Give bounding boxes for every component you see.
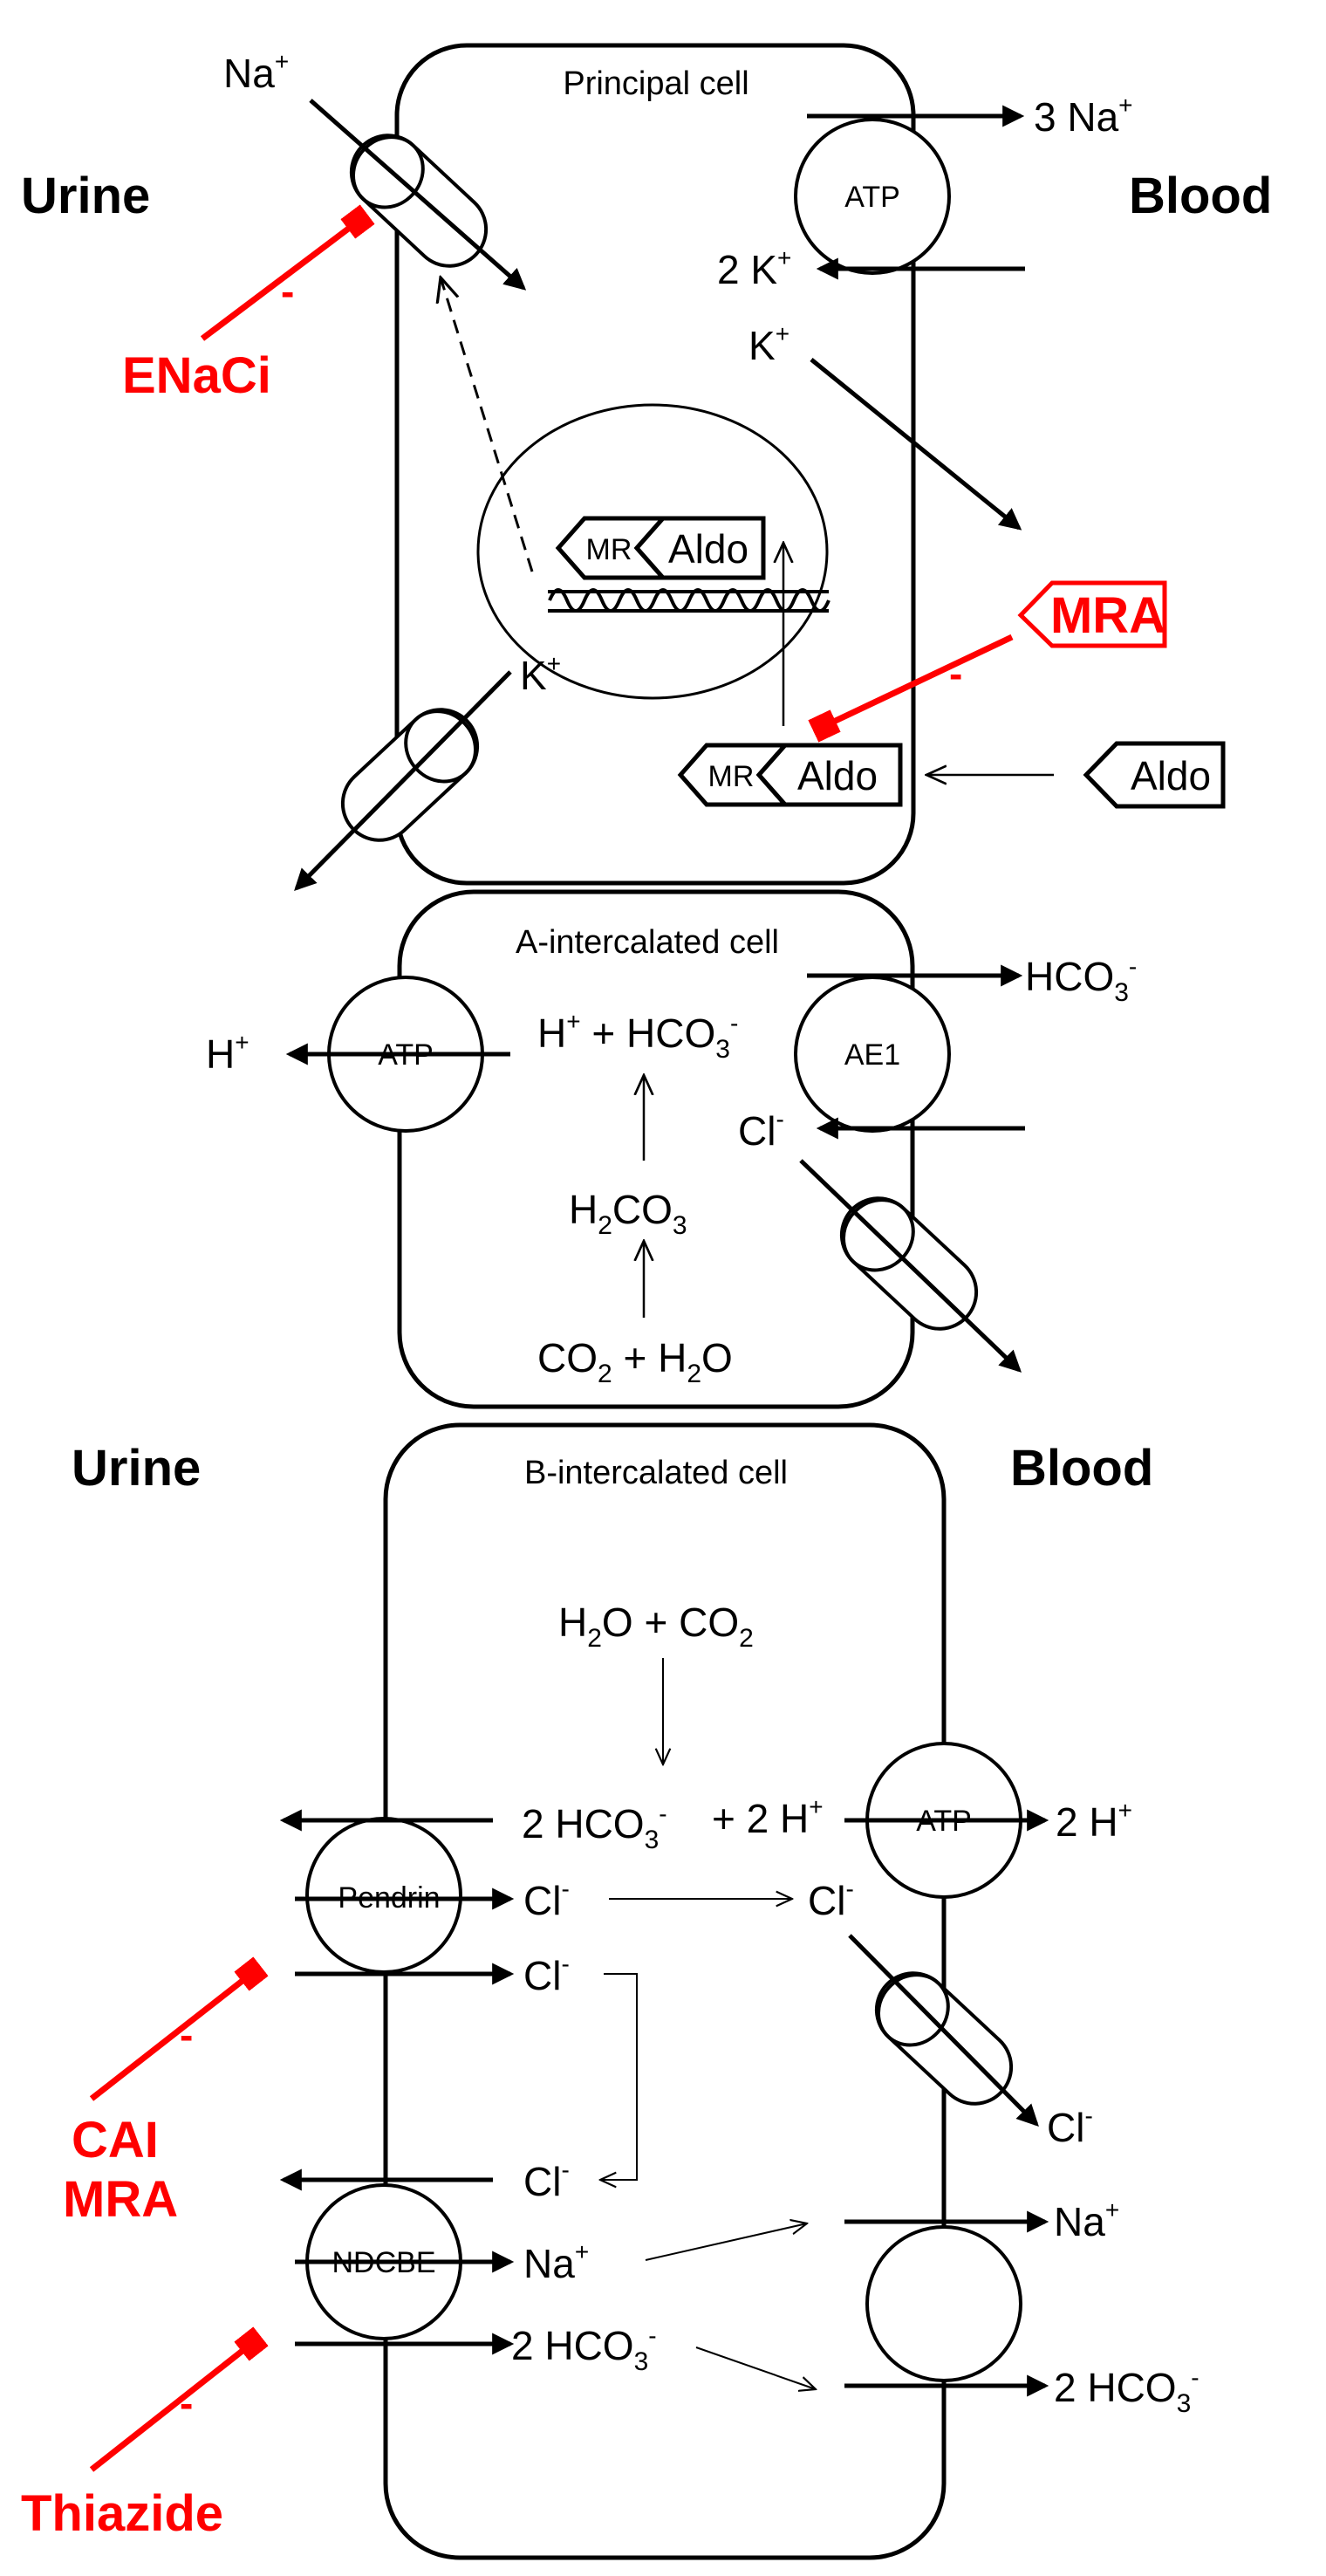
thiazide-minus: - xyxy=(180,2381,193,2426)
cl-e: Cl- xyxy=(523,2156,570,2204)
cai-mra-inhibition-line xyxy=(89,1956,269,2101)
cai-drug-label: CAI xyxy=(72,2112,159,2168)
cl-ion-aic: Cl- xyxy=(738,1106,784,1154)
na-ion-urine: Na+ xyxy=(223,48,289,96)
hco3-ndcbe: 2 HCO3- xyxy=(511,2322,657,2376)
aldo-label-cytoplasm: Aldo xyxy=(797,753,878,798)
mr-aldo-complex-nucleus: MR Aldo xyxy=(555,516,766,580)
aldo-blood-shape: Aldo xyxy=(1083,741,1226,809)
enac-channel xyxy=(309,99,527,291)
cai-minus: - xyxy=(180,2012,193,2058)
na-ion-blood-bic: Na+ xyxy=(1054,2196,1119,2244)
principal-cell-title: Principal cell xyxy=(563,65,748,102)
cl-b: Cl- xyxy=(808,1875,854,1923)
principal-cell-membrane xyxy=(394,43,916,886)
h-atpase-aic: ATP xyxy=(285,976,510,1133)
ndcbe-exchanger: NDCBE xyxy=(279,2168,515,2355)
mra-minus-principal: - xyxy=(949,651,962,696)
h-2-plus: + 2 H+ xyxy=(712,1793,824,1841)
enaci-inhibition-line xyxy=(200,204,375,341)
k-ion-urine-side: K+ xyxy=(520,650,561,698)
k-channel-urine xyxy=(294,670,512,891)
thiazide-inhibition-line xyxy=(89,2326,269,2472)
aldo-label-blood: Aldo xyxy=(1131,753,1211,798)
mr-label-nucleus: MR xyxy=(586,533,632,566)
mra-drug-label-bic: MRA xyxy=(63,2171,178,2228)
urine-label-top: Urine xyxy=(21,168,150,224)
mra-inhibition-line xyxy=(808,634,1014,743)
h-ion-urine-aic: H+ xyxy=(206,1029,249,1077)
k-ion-blood-side: K+ xyxy=(748,320,789,368)
enaci-drug-label: ENaCi xyxy=(122,347,271,404)
ae1-exchanger: AE1 xyxy=(794,964,1025,1140)
basolateral-cotransporter xyxy=(844,2210,1049,2397)
aldo-label-nucleus: Aldo xyxy=(668,526,748,572)
aic-title: A-intercalated cell xyxy=(516,924,779,961)
hco3-2-pendrin: 2 HCO3- xyxy=(522,1800,667,1854)
cl-d-blood: Cl- xyxy=(1047,2102,1093,2150)
mr-label-cytoplasm: MR xyxy=(708,760,755,793)
h-atpase-bic: ATP xyxy=(844,1742,1049,1899)
cl-channel-aic xyxy=(799,1159,1022,1373)
b-intercalated-cell: B-intercalated cell Urine Blood H2O + CO… xyxy=(21,1422,1200,2560)
urine-label-bottom: Urine xyxy=(72,1440,201,1497)
mra-drug-label-principal: MRA xyxy=(1050,587,1165,644)
ae1-label: AE1 xyxy=(844,1038,900,1072)
dashed-upregulation-arrow xyxy=(441,277,534,572)
cl-channel-bic xyxy=(848,1934,1039,2127)
hco3-blood-aic: HCO3- xyxy=(1025,953,1137,1007)
cl-c: Cl- xyxy=(523,1950,570,1998)
cl-a: Cl- xyxy=(523,1875,570,1923)
h2o-co2: H2O + CO2 xyxy=(558,1600,754,1653)
h-ion-blood-bic: 2 H+ xyxy=(1056,1797,1132,1845)
hco3-blood-bic: 2 HCO3- xyxy=(1054,2364,1200,2418)
atp-label-principal: ATP xyxy=(844,181,900,214)
co2-h2o: CO2 + H2O xyxy=(537,1335,733,1388)
aic-membrane xyxy=(397,889,915,1409)
pendrin-exchanger: Pendrin xyxy=(279,1809,515,1985)
mr-aldo-complex-cytoplasm: MR Aldo xyxy=(677,743,903,807)
h2co3: H2CO3 xyxy=(569,1187,687,1240)
nucleus xyxy=(476,403,829,700)
na-k-atpase: ATP xyxy=(794,105,1025,280)
principal-cell: Principal cell Urine Blood Na+ ATP 3 Na+… xyxy=(21,43,1272,891)
enaci-minus: - xyxy=(281,269,294,314)
atp-label-aic: ATP xyxy=(378,1038,434,1072)
na-ion-ndcbe: Na+ xyxy=(523,2238,589,2286)
blood-label-top: Blood xyxy=(1129,168,1272,224)
k-ion-in: 2 K+ xyxy=(717,244,791,292)
bic-title: B-intercalated cell xyxy=(524,1455,788,1491)
k-efflux-blood-arrow xyxy=(810,358,1022,531)
mra-drug-badge: MRA xyxy=(1017,580,1167,648)
na-ion-blood: 3 Na+ xyxy=(1034,92,1133,140)
blood-label-bottom: Blood xyxy=(1010,1440,1153,1497)
h-plus-hco3: H+ + HCO3- xyxy=(537,1008,738,1064)
a-intercalated-cell: A-intercalated cell ATP H+ AE1 HCO3- Cl-… xyxy=(206,889,1137,1409)
thiazide-drug-label: Thiazide xyxy=(21,2485,223,2542)
